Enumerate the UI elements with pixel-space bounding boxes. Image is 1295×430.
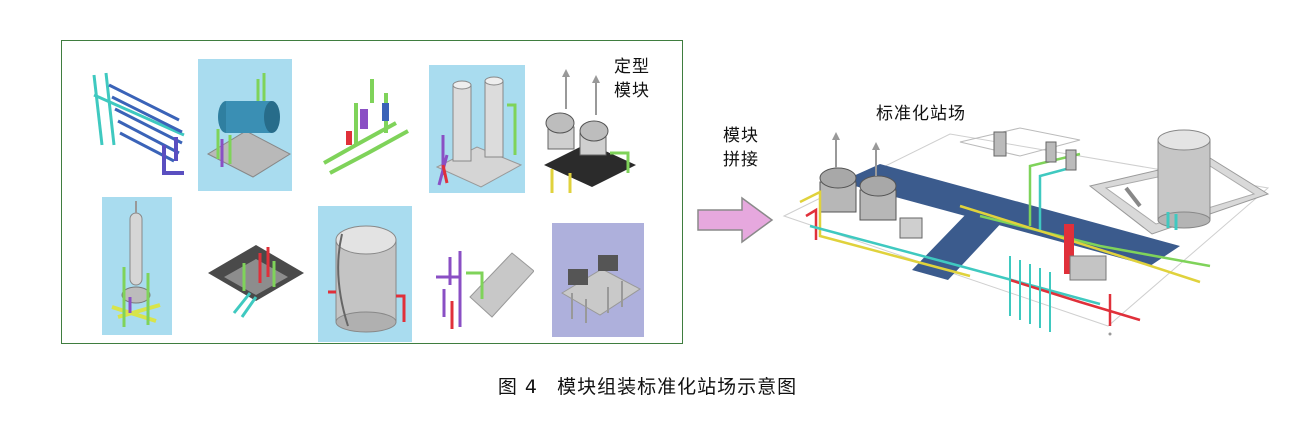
assembly-label: 模块 拼接 (723, 126, 759, 170)
module-panel: 定型 模块 (61, 40, 683, 344)
heat-exchanger-rack-icon (92, 72, 185, 175)
pipe-manifold-icon (323, 79, 409, 175)
module-panel-label: 定型 模块 (614, 57, 650, 101)
figure-caption: 图 4 模块组装标准化站场示意图 (0, 372, 1295, 399)
twin-column-icon (429, 65, 525, 193)
compressor-skid-icon (552, 223, 644, 337)
pump-skid-icon (208, 245, 304, 318)
separator-skid-icon (544, 69, 636, 193)
valve-manifold-icon (436, 251, 534, 329)
right-arrow-icon (697, 196, 774, 244)
storage-tank-icon (318, 206, 412, 342)
figure-title: 模块组装标准化站场示意图 (557, 376, 798, 398)
plant-label: 标准化站场 (876, 104, 966, 124)
horizontal-tank-icon (198, 59, 292, 191)
vertical-column-icon (102, 197, 172, 335)
standard-station-diagram (782, 127, 1270, 336)
figure-number: 图 4 (497, 376, 539, 398)
